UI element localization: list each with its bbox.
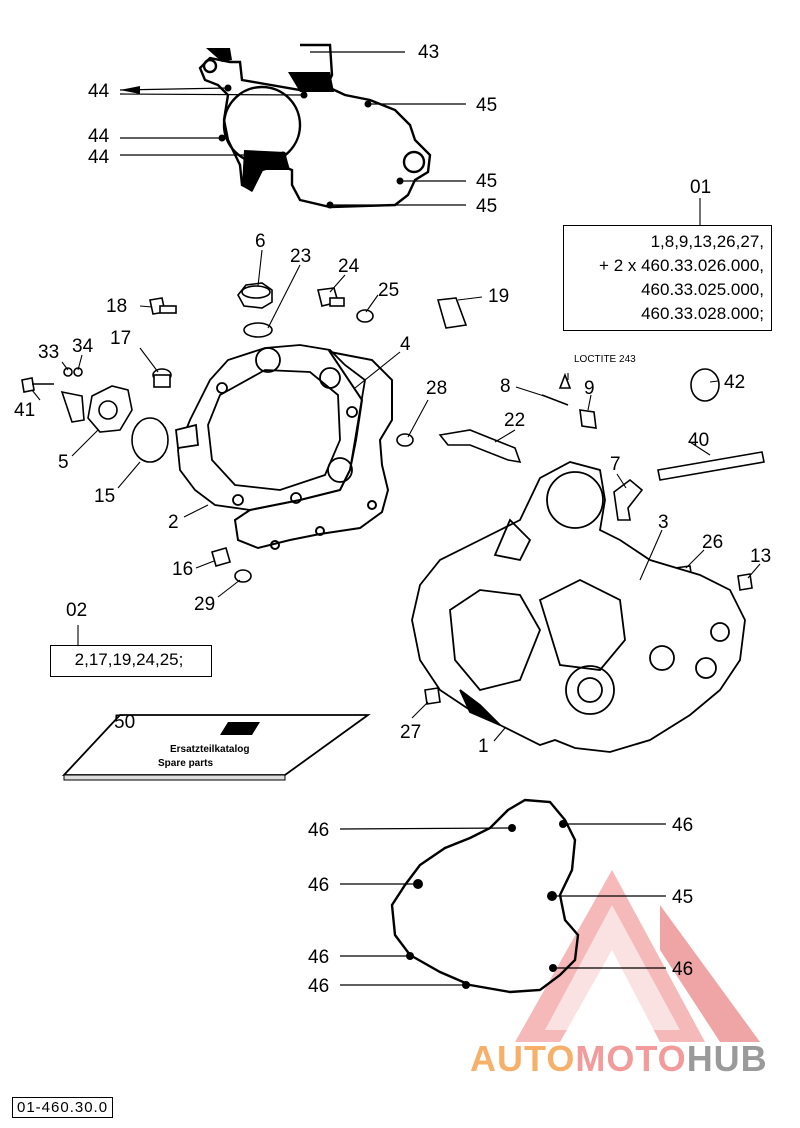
callout-8: 8 (500, 376, 511, 397)
callout-01: 01 (690, 177, 711, 198)
callout-46-f: 46 (672, 959, 693, 980)
callout-3: 3 (658, 512, 669, 533)
bottom-gasket (390, 798, 580, 994)
callout-22: 22 (504, 410, 525, 431)
callout-9: 9 (584, 378, 595, 399)
callout-16: 16 (172, 559, 193, 580)
callout-41: 41 (14, 400, 35, 421)
kit-01-line-2: + 2 x 460.33.026.000, (599, 256, 764, 275)
clutch-cover-gasket (233, 350, 393, 550)
callout-7: 7 (610, 454, 621, 475)
callout-46-d: 46 (308, 976, 329, 997)
callout-19: 19 (488, 286, 509, 307)
callout-43: 43 (418, 42, 439, 63)
top-gasket-leaders (119, 51, 466, 206)
bottom-gasket-leaders (339, 823, 666, 986)
top-gasket-holes (218, 84, 404, 209)
callout-25: 25 (378, 280, 399, 301)
callout-4: 4 (400, 334, 411, 355)
watermark-part-moto: MOTO (575, 1038, 687, 1079)
crankcase (411, 461, 746, 753)
callout-6: 6 (255, 231, 266, 252)
callout-46-e: 46 (672, 815, 693, 836)
callout-28: 28 (426, 378, 447, 399)
callout-13: 13 (750, 546, 771, 567)
small-parts-left (21, 282, 374, 583)
callout-46-c: 46 (308, 947, 329, 968)
callout-1: 1 (478, 736, 489, 757)
kit-01-box (563, 225, 772, 331)
small-parts-right (396, 297, 765, 705)
callout-2: 2 (168, 512, 179, 533)
callout-23: 23 (290, 246, 311, 267)
callout-40: 40 (688, 430, 709, 451)
watermark-text: AUTOMOTOHUB (470, 1038, 768, 1080)
callout-33: 33 (38, 342, 59, 363)
callout-labels: 43 44 44 44 45 45 45 6 23 24 25 19 18 4 … (14, 42, 771, 997)
callout-50: 50 (114, 712, 135, 733)
clutch-cover (175, 344, 366, 511)
callout-5: 5 (58, 452, 69, 473)
callout-24: 24 (338, 256, 360, 277)
callout-44-b: 44 (88, 126, 110, 147)
kit-02-box (50, 645, 212, 677)
kit-01-line-1: 1,8,9,13,26,27, (650, 232, 764, 251)
callout-44-c: 44 (88, 147, 110, 168)
spare-parts-manual (61, 714, 371, 781)
kit-01-line-4: 460.33.028.000; (641, 304, 764, 323)
callout-46-a: 46 (308, 820, 329, 841)
manual-cover-text-2: Spare parts (158, 758, 213, 769)
manual-cover-text-1: Ersatzteilkatalog (170, 744, 249, 755)
callout-29: 29 (194, 594, 215, 615)
callout-45-d: 45 (672, 887, 693, 908)
watermark-part-hub: HUB (686, 1038, 768, 1079)
kit-02-text: 2,17,19,24,25; (52, 648, 206, 672)
bottom-gasket-holes (406, 820, 567, 989)
arrow-44 (120, 86, 140, 94)
top-gasket (198, 43, 432, 209)
middle-leaders (31, 198, 761, 742)
kit-02-line-1: 2,17,19,24,25; (74, 650, 184, 669)
callout-46-b: 46 (308, 875, 329, 896)
callout-27: 27 (400, 722, 421, 743)
kit-01-line-3: 460.33.025.000, (641, 280, 764, 299)
kit-01-text: 1,8,9,13,26,27, + 2 x 460.33.026.000, 46… (568, 230, 764, 326)
callout-45-b: 45 (476, 171, 497, 192)
callout-45-c: 45 (476, 196, 497, 217)
callout-17: 17 (110, 328, 131, 349)
callout-26: 26 (702, 532, 723, 553)
callout-44-a: 44 (88, 81, 110, 102)
callout-18: 18 (106, 296, 127, 317)
watermark-part-auto: AUTO (470, 1038, 576, 1079)
callout-45-a: 45 (476, 95, 497, 116)
loctite-label: LOCTITE 243 (574, 354, 636, 365)
callout-15: 15 (94, 486, 115, 507)
callout-02: 02 (66, 600, 87, 621)
drawing-code: 01-460.30.0 (12, 1097, 114, 1118)
callout-34: 34 (72, 336, 94, 357)
top-gasket-dark-areas (206, 48, 334, 192)
callout-42: 42 (724, 372, 745, 393)
